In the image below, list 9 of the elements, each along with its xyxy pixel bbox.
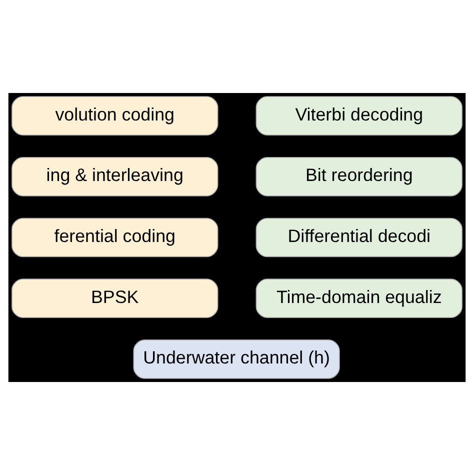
node-box: volution coding — [12, 96, 218, 135]
node-box: Differential decodi — [256, 217, 462, 257]
node-box: ing & interleaving — [12, 156, 218, 196]
node-box: ferential coding — [12, 217, 218, 257]
node-box: Viterbi decoding — [256, 96, 462, 135]
node-box: BPSK — [12, 278, 218, 318]
node-box: Underwater channel (h) — [133, 339, 340, 378]
node-box: Bit reordering — [256, 156, 462, 196]
node-box: Time-domain equaliz — [256, 278, 462, 318]
